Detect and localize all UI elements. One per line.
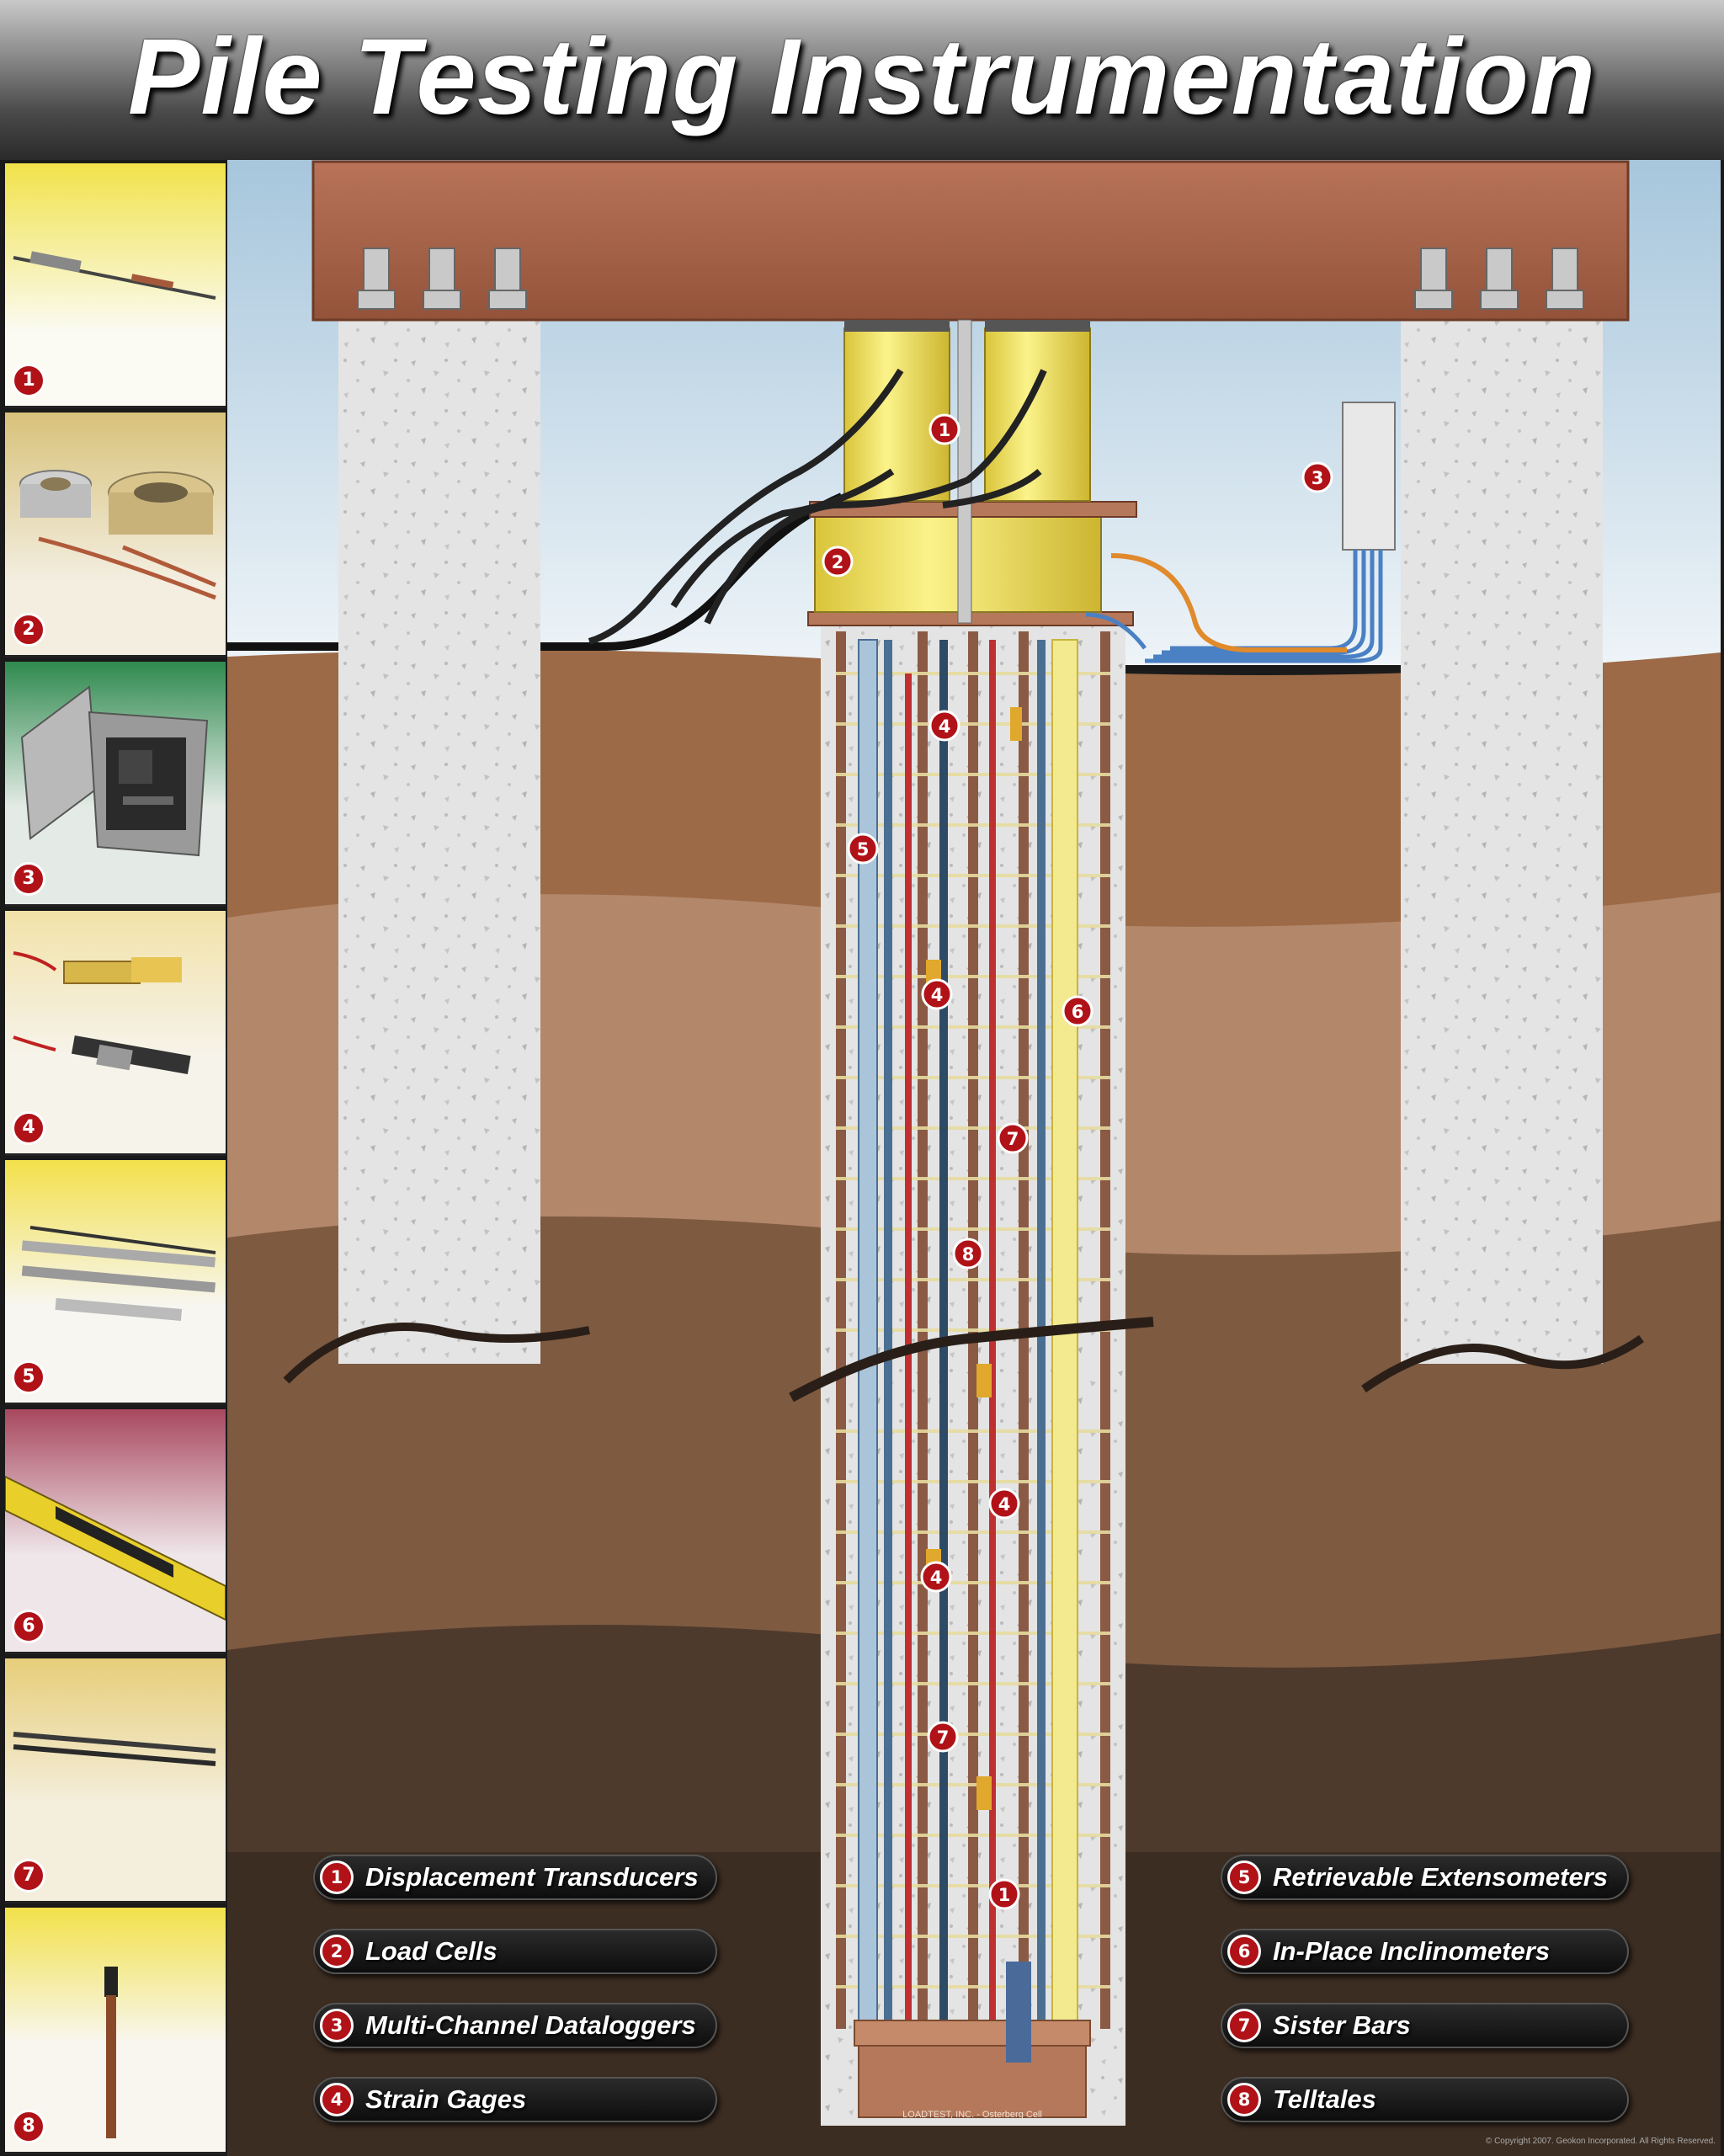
legend-number: 3 (320, 2009, 354, 2042)
page-title: Pile Testing Instrumentation (127, 17, 1597, 137)
badge-3: 3 (1301, 461, 1333, 493)
load-cell-icon (19, 470, 216, 600)
legend-number: 4 (320, 2083, 354, 2116)
badge-7-b: 7 (927, 1721, 959, 1753)
osterberg-cell (858, 2045, 1087, 2118)
legend-label: Sister Bars (1273, 2010, 1411, 2040)
svg-text:6: 6 (1072, 1002, 1084, 1022)
pile-test-diagram: 1 2 3 4 5 4 6 7 8 4 4 7 1 LOADTEST, INC.… (227, 160, 1721, 2156)
panel-number: 8 (12, 2110, 45, 2143)
legend-label: Multi-Channel Dataloggers (365, 2010, 696, 2040)
displacement-transducer-icon (13, 251, 216, 300)
badge-5: 5 (847, 833, 879, 865)
badge-2: 2 (822, 546, 854, 578)
panel-load-cell: 2 (5, 413, 226, 657)
product-sidebar: 1 2 3 4 (5, 163, 226, 2154)
legend-item-6: 6 In-Place Inclinometers (1221, 1929, 1629, 1974)
svg-text:4: 4 (939, 716, 951, 737)
badge-6: 6 (1062, 995, 1093, 1027)
legend-number: 7 (1227, 2009, 1261, 2042)
svg-text:2: 2 (832, 552, 844, 572)
panel-number: 5 (12, 1360, 45, 1394)
svg-text:7: 7 (1007, 1129, 1019, 1149)
svg-text:4: 4 (931, 985, 944, 1005)
header-banner: Pile Testing Instrumentation (0, 0, 1724, 160)
panel-number: 1 (12, 364, 45, 397)
legend-number: 6 (1227, 1935, 1261, 1968)
jack-left (843, 327, 950, 502)
legend-item-7: 7 Sister Bars (1221, 2003, 1629, 2048)
badge-4-a: 4 (929, 710, 960, 742)
legend-number: 5 (1227, 1861, 1261, 1894)
legend-item-4: 4 Strain Gages (313, 2077, 717, 2122)
bottom-transducer (1006, 1962, 1031, 2063)
badge-1-top: 1 (929, 413, 960, 445)
panel-extensometer: 5 (5, 1160, 226, 1405)
copyright-notice: © Copyright 2007. Geokon Incorporated. A… (1485, 2137, 1716, 2146)
legend-label: Load Cells (365, 1936, 498, 1966)
legend-label: Displacement Transducers (365, 1862, 699, 1892)
strain-gage-icon (13, 951, 191, 1074)
datalogger-icon (20, 685, 209, 857)
badge-1-bottom: 1 (988, 1878, 1020, 1910)
svg-text:1: 1 (998, 1885, 1011, 1905)
badge-4-b: 4 (921, 978, 953, 1010)
panel-strain-gage: 4 (5, 911, 226, 1156)
legend-label: Retrievable Extensometers (1273, 1862, 1609, 1892)
panel-displacement-transducer: 1 (5, 163, 226, 408)
panel-sister-bar: 7 (5, 1658, 226, 1903)
svg-text:1: 1 (939, 420, 951, 440)
datalogger-box (1342, 402, 1396, 551)
legend-item-3: 3 Multi-Channel Dataloggers (313, 2003, 717, 2048)
badge-4-c: 4 (988, 1488, 1020, 1520)
legend-number: 1 (320, 1861, 354, 1894)
svg-text:3: 3 (1312, 468, 1324, 488)
legend-number: 2 (320, 1935, 354, 1968)
telltale-icon (104, 1967, 118, 2138)
panel-datalogger: 3 (5, 662, 226, 907)
svg-text:7: 7 (937, 1727, 950, 1748)
diagram-badges: 1 2 3 4 5 4 6 7 8 4 4 7 1 (822, 413, 1333, 1910)
legend-label: Strain Gages (365, 2084, 527, 2114)
legend-number: 8 (1227, 2083, 1261, 2116)
badge-7-a: 7 (997, 1122, 1029, 1154)
panel-number: 2 (12, 613, 45, 647)
panel-inclinometer: 6 (5, 1409, 226, 1654)
cell-label: LOADTEST, INC. - Osterberg Cell (902, 2110, 1042, 2120)
legend-label: Telltales (1273, 2084, 1376, 2114)
svg-text:4: 4 (930, 1568, 943, 1588)
badge-8: 8 (952, 1238, 984, 1270)
legend-item-1: 1 Displacement Transducers (313, 1855, 717, 1900)
panel-number: 6 (12, 1610, 45, 1643)
panel-number: 7 (12, 1859, 45, 1892)
strain-gage-cable (989, 640, 996, 2020)
svg-text:8: 8 (962, 1244, 975, 1264)
hydraulic-hoses (588, 368, 1047, 645)
inclinometer-icon (5, 1475, 226, 1621)
badge-4-d: 4 (920, 1561, 952, 1593)
legend-item-2: 2 Load Cells (313, 1929, 717, 1974)
sister-bar-icon (13, 1732, 216, 1766)
telltale-rod (939, 640, 948, 2020)
legend-item-5: 5 Retrievable Extensometers (1221, 1855, 1629, 1900)
legend-label: In-Place Inclinometers (1273, 1936, 1551, 1966)
panel-number: 4 (12, 1111, 45, 1145)
extensometer-icon (21, 1226, 216, 1321)
top-transducer (957, 319, 972, 624)
panel-number: 3 (12, 862, 45, 896)
svg-text:5: 5 (857, 839, 870, 860)
bolt-icons (357, 248, 1584, 310)
panel-telltale: 8 (5, 1908, 226, 2154)
legend-item-8: 8 Telltales (1221, 2077, 1629, 2122)
svg-text:4: 4 (998, 1494, 1011, 1515)
